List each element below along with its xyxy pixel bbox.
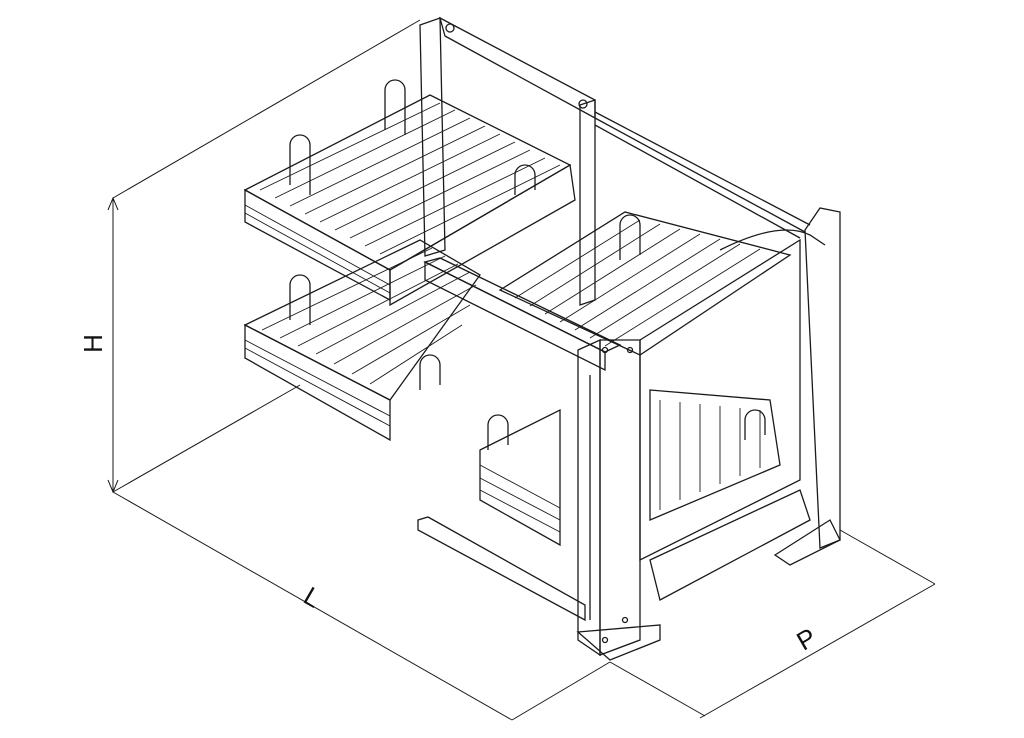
- depth-dimension-line: [699, 583, 936, 719]
- height-extension-line-bottom: [112, 384, 301, 493]
- right-upper-basket: [498, 211, 792, 356]
- length-extension-line: [511, 661, 611, 721]
- height-label: H: [77, 334, 108, 353]
- dimension-lines: [107, 19, 936, 721]
- depth-extension-line: [609, 661, 706, 717]
- length-dimension-line: [112, 491, 513, 721]
- depth-extension-line-right: [839, 529, 936, 585]
- back-frame: [419, 16, 811, 306]
- right-lower-basket: [479, 389, 781, 547]
- left-upper-basket: [243, 79, 576, 307]
- height-extension-line-top: [112, 19, 421, 199]
- left-lower-basket: [243, 239, 481, 442]
- front-post: [417, 338, 661, 661]
- right-frame: [639, 207, 841, 601]
